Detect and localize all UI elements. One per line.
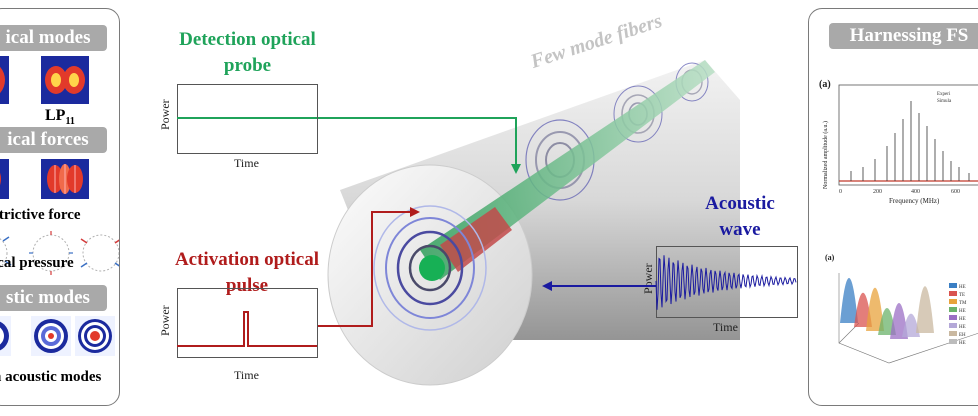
lp11-mode-image (41, 56, 89, 104)
svg-text:600: 600 (951, 189, 960, 195)
legend-swatch (949, 323, 957, 328)
activation-title-line2: pulse (225, 275, 269, 296)
legend-label: HE (959, 309, 966, 314)
legend-label: HE (959, 325, 966, 330)
activation-xlabel: Time (234, 368, 259, 382)
acoustic-modes-header: stic modes (0, 285, 107, 311)
lp11-label: LP11 (45, 107, 75, 128)
legend-swatch (949, 307, 957, 312)
legend-label: TM (959, 301, 967, 306)
harnessing-header: Harnessing FS (829, 23, 978, 49)
radiation-pressure-image (0, 231, 119, 275)
legend-swatch (949, 331, 957, 336)
optical-modes-panel: ical modes LP11 ical forces strictive fo… (0, 8, 120, 406)
detection-xlabel: Time (234, 156, 259, 170)
legend-label: TE (959, 293, 965, 298)
acoustic-xlabel: Time (713, 320, 738, 334)
acoustic-mode-images (0, 316, 115, 356)
acoustic-signal (655, 255, 797, 310)
legend-swatch (949, 291, 957, 296)
acoustic-title-line2: wave (719, 219, 761, 240)
optical-modes-header: ical modes (0, 25, 107, 51)
chart-a-xlabel: Frequency (MHz) (889, 197, 940, 205)
radiation-pressure-label: ical pressure (0, 255, 74, 271)
svg-text:0: 0 (839, 189, 842, 195)
acoustic-title-line1: Acoustic (705, 193, 775, 214)
legend-swatch (949, 315, 957, 320)
electrostrictive-force-label: strictive force (0, 207, 81, 223)
mode-peak (866, 287, 884, 331)
svg-text:Simula: Simula (937, 99, 952, 104)
svg-text:400: 400 (911, 189, 920, 195)
legend-label: HE (959, 341, 966, 346)
chart-a-tag: (a) (819, 79, 831, 90)
activation-segment (440, 207, 512, 272)
chart-a-ylabel: Normalized amplitude (a.u.) (823, 121, 829, 189)
activation-signal-line (177, 311, 317, 347)
acoustic-arrow (542, 281, 656, 291)
svg-text:200: 200 (873, 189, 882, 195)
activation-title-line1: Activation optical (174, 249, 320, 270)
detection-signal-line (177, 117, 317, 119)
acoustic-modes-label: n acoustic modes (0, 369, 102, 385)
force-partial-image (0, 159, 9, 199)
detection-ylabel: Power (158, 99, 172, 130)
electrostriction-image (41, 159, 89, 199)
legend-label: EH (959, 333, 966, 338)
core-end (419, 255, 445, 281)
legend-swatch (949, 283, 957, 288)
mode-peak (902, 313, 920, 337)
activation-plot-box (177, 288, 318, 358)
activation-ylabel: Power (158, 305, 172, 336)
svg-text:Experi: Experi (937, 92, 951, 97)
mode-distribution-3d-chart: HE TE TM HE HE HE EH HE (838, 273, 978, 364)
legend-label: HE (959, 317, 966, 322)
spectrum-chart: 0 200 400 600 Experi Simula (838, 84, 978, 195)
lp01-mode-image (0, 56, 9, 104)
detection-title-line2: probe (223, 55, 272, 76)
harnessing-panel: Harnessing FS (a) 0 200 400 600 Experi S… (808, 8, 978, 406)
mode-peak (840, 278, 858, 323)
activation-arrow (318, 207, 420, 327)
optical-forces-header: ical forces (0, 127, 107, 153)
fiber-illustration (327, 60, 740, 386)
detection-title-line1: Detection optical (179, 29, 316, 50)
front-rings (373, 205, 487, 331)
legend-label: HE (959, 285, 966, 290)
legend-swatch (949, 299, 957, 304)
legend-swatch (949, 339, 957, 344)
mode-peak (916, 286, 934, 333)
detection-arrow (318, 117, 521, 174)
chart-b-tag: (a) (825, 253, 835, 262)
